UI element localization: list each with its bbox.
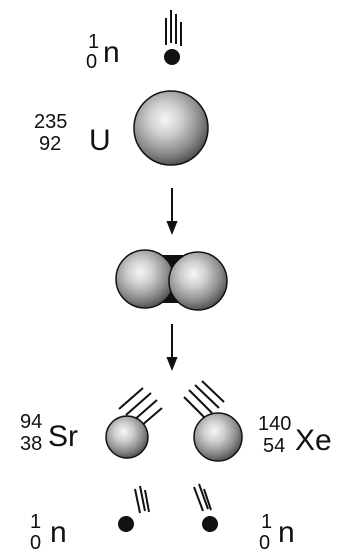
neutron-top (164, 49, 180, 65)
neutron-bottom-left (118, 516, 134, 532)
neutron-top-atomic: 0 (86, 51, 97, 73)
xenon-atomic: 54 (263, 435, 285, 457)
uranium-atomic: 92 (39, 133, 61, 155)
uranium-mass: 235 (34, 111, 67, 133)
neutron-bottom-left-mass: 1 (30, 511, 41, 533)
strontium-symbol: Sr (48, 420, 78, 453)
xenon-symbol: Xe (295, 424, 332, 457)
neutron-bottom-right-motion-lines (193, 483, 212, 512)
neutron-bottom-left-motion-lines (134, 485, 150, 514)
neutron-bottom-right-mass: 1 (261, 511, 272, 533)
neutron-bottom-left-atomic: 0 (30, 532, 41, 554)
strontium-motion-lines (118, 387, 163, 427)
uranium-symbol: U (89, 124, 111, 157)
neutron-bottom-left-label: 1 0 n (30, 511, 67, 554)
xenon-mass: 140 (258, 413, 291, 435)
neutron-bottom-right-atomic: 0 (259, 532, 270, 554)
uranium-nucleus (133, 90, 209, 166)
neutron-bottom-right-symbol: n (278, 516, 295, 549)
neutron-top-symbol: n (103, 36, 120, 69)
strontium-atomic: 38 (20, 433, 42, 455)
neutron-bottom-left-symbol: n (50, 516, 67, 549)
strontium-mass: 94 (20, 411, 42, 433)
uranium-label: 235 92 U (34, 111, 111, 157)
compound-nucleus (115, 249, 228, 311)
strontium-nucleus (105, 415, 149, 459)
xenon-nucleus (193, 412, 243, 462)
neutron-bottom-right (202, 516, 218, 532)
strontium-label: 94 38 Sr (20, 411, 78, 455)
xenon-motion-lines (183, 380, 225, 419)
neutron-top-mass: 1 (88, 31, 99, 53)
neutron-top-label: 1 0 n (86, 31, 120, 73)
neutron-top-motion-lines (165, 10, 182, 46)
xenon-label: 140 54 Xe (258, 413, 332, 457)
neutron-bottom-right-label: 1 0 n (259, 511, 295, 554)
